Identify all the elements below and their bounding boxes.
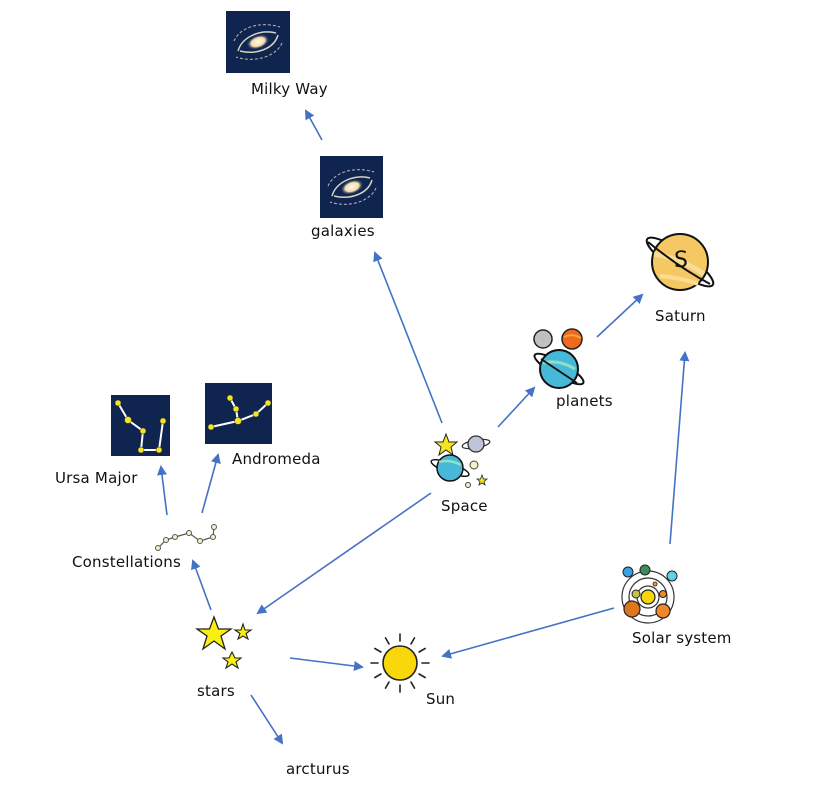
arrow-space-to-stars xyxy=(256,492,432,615)
sun-ray xyxy=(418,647,426,653)
node-label-sun: Sun xyxy=(426,690,456,708)
ursa-major-constellation-icon xyxy=(111,395,170,456)
arrow-solar-system-to-saturn xyxy=(669,351,690,545)
andromeda-constellation-icon xyxy=(205,383,272,444)
node-label-andromeda: Andromeda xyxy=(232,450,321,468)
sun-ray xyxy=(410,637,416,645)
arrow-solar-system-to-sun xyxy=(441,607,615,659)
arrow-galaxies-to-milky-way xyxy=(305,109,323,141)
arrow-planets-to-saturn xyxy=(596,293,644,338)
node-label-galaxies: galaxies xyxy=(311,222,375,240)
node-label-saturn: Saturn xyxy=(655,307,706,325)
solar-system-icon xyxy=(621,564,678,624)
node-label-arcturus: arcturus xyxy=(286,760,350,778)
node-label-milky-way: Milky Way xyxy=(251,80,328,98)
node-label-ursa-major: Ursa Major xyxy=(55,469,138,487)
arrow-space-to-planets xyxy=(497,386,536,428)
node-label-planets: planets xyxy=(556,392,613,410)
node-label-constellations: Constellations xyxy=(72,553,181,571)
edges-layer xyxy=(157,109,690,745)
arrow-stars-to-constellations xyxy=(191,559,212,611)
svg-text:S: S xyxy=(674,248,688,273)
arrow-constellations-to-ursa-major xyxy=(157,465,168,516)
node-label-solar-system: Solar system xyxy=(632,629,732,647)
arrow-stars-to-sun xyxy=(289,657,364,671)
sun-ray xyxy=(418,673,426,679)
arrow-stars-to-arcturus xyxy=(250,694,284,745)
sun-ray xyxy=(410,681,416,689)
arrow-constellations-to-andromeda xyxy=(201,453,221,514)
sun-ray xyxy=(384,681,390,689)
node-label-stars: stars xyxy=(197,682,235,700)
node-label-space: Space xyxy=(441,497,488,515)
saturn-icon: S xyxy=(645,233,715,291)
space-icon xyxy=(430,432,491,488)
sun-ray xyxy=(374,673,382,679)
sun-icon xyxy=(370,633,430,693)
sun-ray xyxy=(374,647,382,653)
galaxy-icon xyxy=(320,156,383,218)
planets-icon xyxy=(533,328,585,389)
sun-ray xyxy=(384,637,390,645)
constellation-dots-icon xyxy=(155,524,217,551)
arrow-space-to-galaxies xyxy=(373,251,443,424)
galaxy-icon xyxy=(226,11,290,73)
stars-icon xyxy=(194,615,253,670)
